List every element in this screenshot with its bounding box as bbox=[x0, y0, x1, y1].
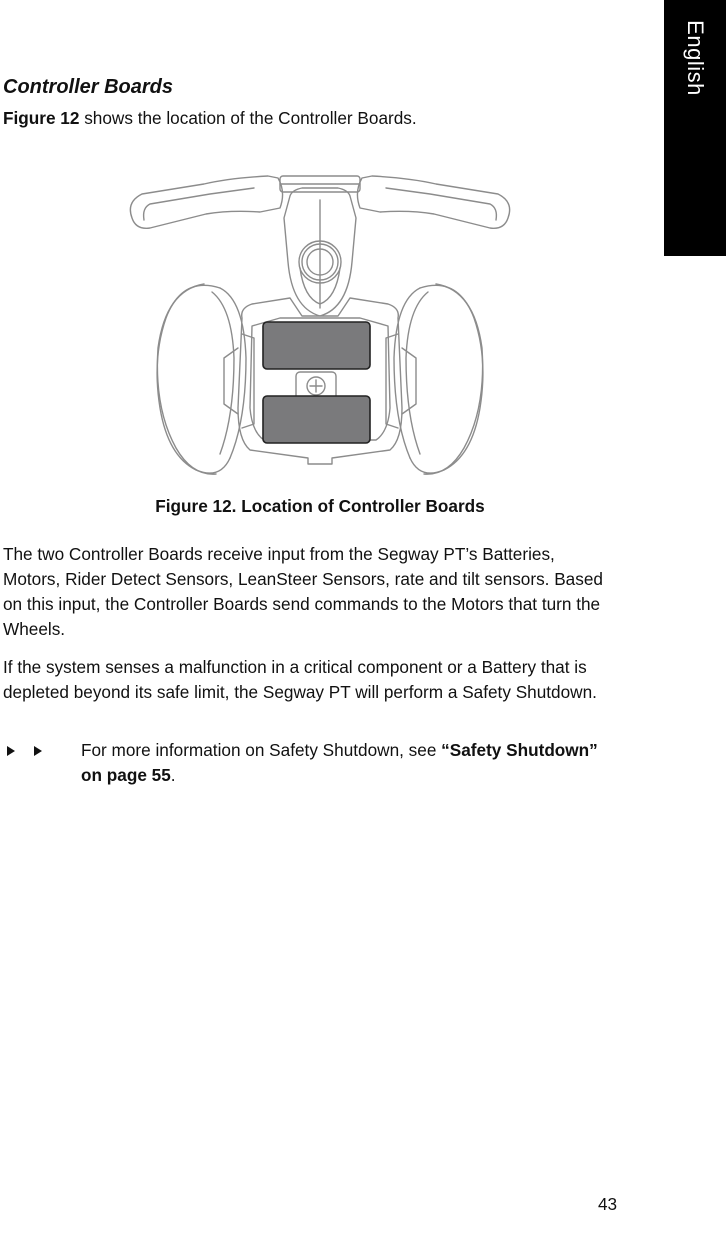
note-text: For more information on Safety Shutdown,… bbox=[81, 740, 442, 760]
note-end: . bbox=[170, 765, 176, 785]
intro-paragraph: Figure 12 shows the location of the Cont… bbox=[3, 106, 613, 131]
safety-shutdown-note: For more information on Safety Shutdown,… bbox=[81, 738, 611, 788]
double-arrow-bullet-icon bbox=[7, 746, 42, 756]
language-tab: English bbox=[664, 0, 726, 256]
page-number: 43 bbox=[598, 1194, 618, 1214]
safety-shutdown-link[interactable]: “Safety Shutdown” on page 55 bbox=[81, 740, 598, 785]
controller-board-lower bbox=[262, 395, 371, 444]
figure-reference: Figure 12 bbox=[3, 108, 80, 128]
paragraph-safety-shutdown: If the system senses a malfunction in a … bbox=[3, 657, 597, 702]
paragraph-controller-input: The two Controller Boards receive input … bbox=[3, 544, 603, 639]
language-tab-label: English bbox=[683, 20, 708, 96]
intro-text: shows the location of the Controller Boa… bbox=[79, 108, 417, 128]
controller-board-upper bbox=[262, 321, 371, 370]
section-title: Controller Boards bbox=[3, 76, 174, 98]
figure-caption: Figure 12. Location of Controller Boards bbox=[155, 496, 485, 516]
controller-boards-figure bbox=[120, 158, 520, 488]
segway-illustration-icon bbox=[129, 175, 511, 475]
